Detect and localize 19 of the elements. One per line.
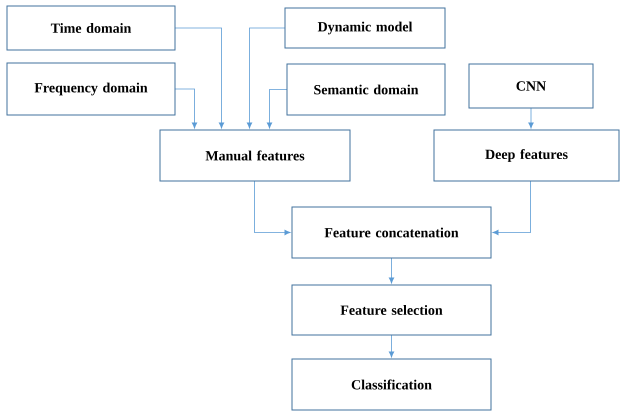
arrow	[388, 258, 394, 284]
arrow	[246, 28, 285, 128]
arrow	[528, 108, 534, 128]
arrow	[266, 89, 287, 128]
arrow	[388, 335, 394, 358]
arrow	[175, 88, 198, 128]
process-box: Dynamic model	[284, 8, 446, 48]
arrow	[254, 181, 290, 236]
process-box: Feature selection	[292, 284, 492, 336]
arrow	[175, 28, 224, 128]
process-box: Manual features	[160, 130, 350, 182]
process-box: CNN	[468, 64, 594, 108]
process-box: Deep features	[434, 130, 620, 182]
arrow	[492, 181, 531, 236]
process-box: Frequency domain	[6, 62, 176, 116]
process-box: Classification	[292, 358, 492, 410]
process-box: Feature concatenation	[292, 206, 492, 258]
process-box: Semantic domain	[286, 64, 446, 116]
process-box: Time domain	[6, 6, 176, 50]
